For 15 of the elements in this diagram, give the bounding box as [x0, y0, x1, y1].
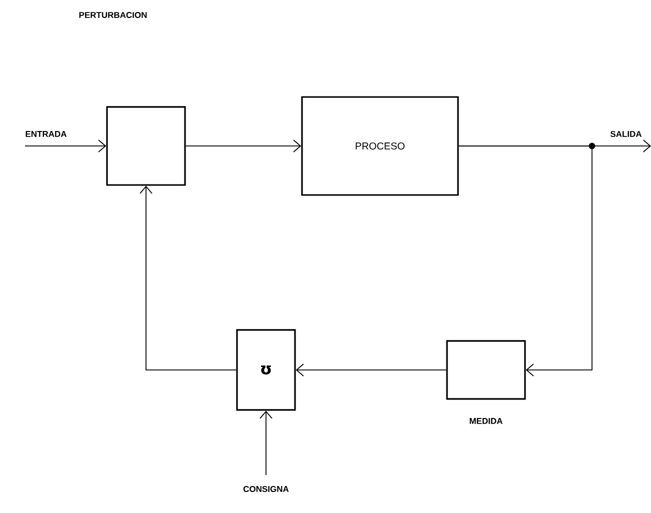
block-box: [106, 106, 186, 186]
arrow: [185, 140, 302, 152]
arrow: [260, 410, 272, 476]
edge-label: ENTRADA: [26, 131, 67, 137]
edge-label: CONSIGNA: [243, 486, 289, 492]
block-caption: MEDIDA: [470, 418, 503, 424]
block-box: [446, 340, 526, 400]
diagram-label: PERTURBACION: [79, 12, 147, 18]
process-box: PROCESO: [301, 96, 459, 196]
edge-label: SALIDA: [610, 130, 642, 137]
process-box: ʊ: [236, 329, 296, 411]
arrow: [458, 146, 592, 376]
arrow: [140, 186, 237, 370]
arrow: [296, 364, 447, 376]
arrow: [24, 140, 106, 152]
